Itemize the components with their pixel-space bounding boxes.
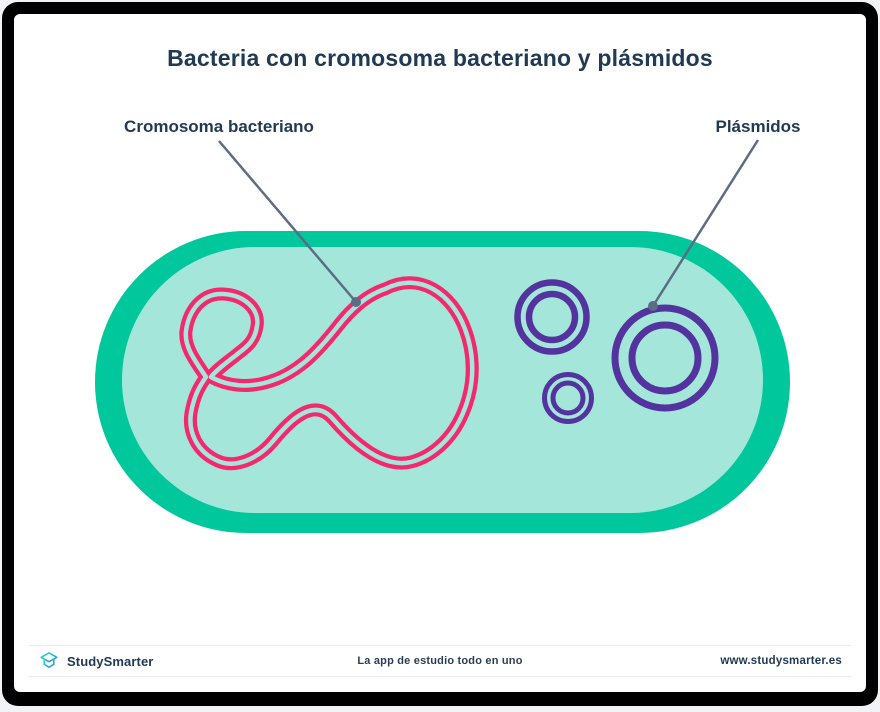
- chromosome-label: Cromosoma bacteriano: [124, 117, 314, 136]
- plasmid-1-outer-ring: [514, 279, 590, 355]
- bacterium-diagram: [95, 139, 790, 533]
- plasmid-3-inner-ring: [628, 321, 702, 395]
- brand-name: StudySmarter: [67, 653, 154, 669]
- plasmids-label: Plásmidos: [715, 117, 801, 136]
- footer-tagline: La app de estudio todo en uno: [357, 655, 523, 667]
- brand-logo: StudySmarter: [38, 650, 153, 672]
- bacterial-chromosome-gap: [183, 280, 475, 466]
- footer: StudySmarter La app de estudio todo en u…: [29, 645, 851, 677]
- plasmid-3-outer-ring: [611, 304, 719, 412]
- chromosome-pointer-dot: [351, 297, 361, 307]
- footer-website: www.studysmarter.es: [720, 655, 842, 667]
- plasmids-pointer-dot: [648, 301, 658, 311]
- diagram-card: Bacteria con cromosoma bacteriano y plás…: [14, 14, 866, 692]
- plasmids-pointer-line: [651, 139, 760, 307]
- cell-cytoplasm: [122, 247, 763, 513]
- chromosome-pointer-line: [218, 140, 357, 303]
- studysmarter-logo-icon: [40, 652, 58, 669]
- plasmid-2-inner-ring: [550, 380, 586, 416]
- plasmid-1-inner-ring: [525, 290, 579, 344]
- plasmid-2-outer-ring: [542, 372, 594, 424]
- page-title: Bacteria con cromosoma bacteriano y plás…: [167, 45, 713, 71]
